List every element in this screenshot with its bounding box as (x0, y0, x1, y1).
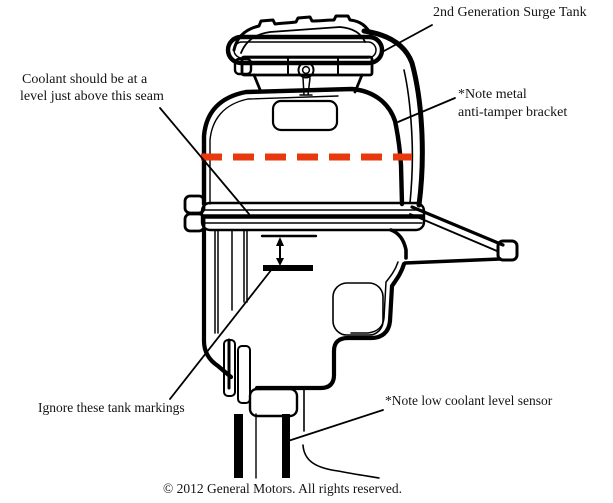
annotation-low-coolant-sensor: *Note low coolant level sensor (385, 393, 553, 408)
annotation-ignore-markings: Ignore these tank markings (38, 400, 185, 415)
tank-cap (225, 14, 385, 96)
leader-anti-tamper-bracket (397, 97, 456, 123)
tank-seam-flange (183, 194, 426, 233)
annotation-anti-tamper-line2: anti-tamper bracket (458, 105, 568, 120)
annotation-surge-tank-title: 2nd Generation Surge Tank (433, 5, 587, 20)
copyright-notice: © 2012 General Motors. All rights reserv… (163, 481, 402, 496)
leader-coolant-seam (159, 107, 250, 215)
annotation-anti-tamper-line1: *Note metal (458, 87, 527, 102)
low-coolant-sensor-pipes (234, 387, 305, 479)
leader-lines (159, 24, 456, 479)
annotation-coolant-level-line2: level just above this seam (20, 89, 164, 104)
leader-level-sensor-curve (302, 444, 380, 479)
cap-screw (297, 61, 315, 96)
tank-lower-body (201, 227, 408, 404)
leader-level-sensor (287, 409, 384, 442)
tank-upper-body (201, 86, 405, 207)
leader-surge-tank (383, 24, 433, 52)
tank-label-emboss (271, 99, 339, 132)
leader-tank-markings (169, 268, 273, 400)
tank-markings-indicator (260, 234, 318, 271)
annotation-coolant-level-line1: Coolant should be at a (22, 72, 148, 87)
bracket-mounting-arm (403, 205, 519, 265)
